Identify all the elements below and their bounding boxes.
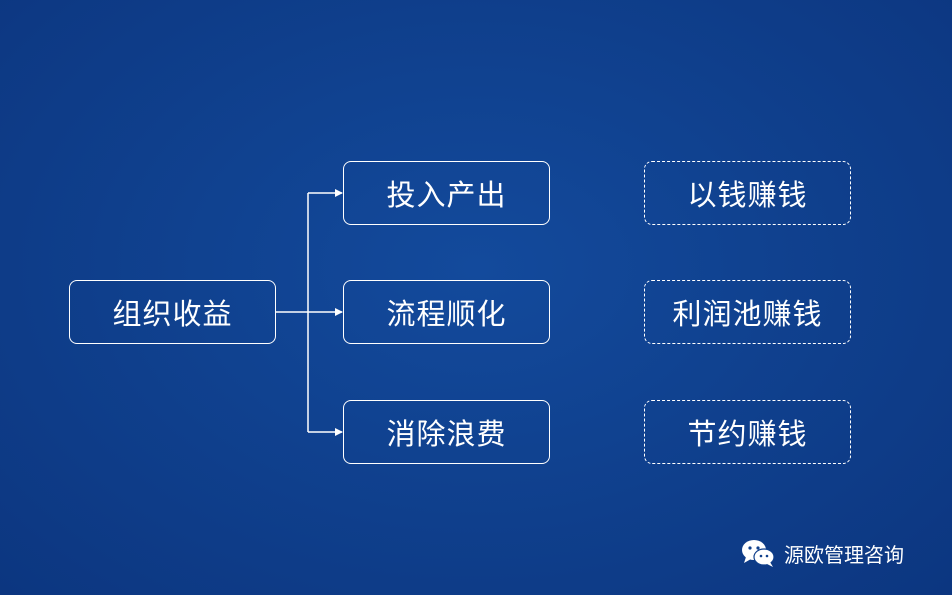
branch-node-label: 流程顺化 [386,297,507,331]
branch-node-3: 消除浪费 [343,400,550,464]
result-node-1: 以钱赚钱 [644,161,851,225]
result-node-label: 节约赚钱 [687,417,808,451]
root-node: 组织收益 [69,280,276,344]
branch-node-label: 消除浪费 [386,417,507,451]
watermark: 源欧管理咨询 [740,536,904,570]
result-node-label: 以钱赚钱 [687,178,808,212]
branch-node-label: 投入产出 [386,178,507,212]
branch-node-1: 投入产出 [343,161,550,225]
result-node-label: 利润池赚钱 [672,297,823,331]
wechat-icon [742,540,775,567]
branch-node-2: 流程顺化 [343,280,550,344]
result-node-2: 利润池赚钱 [644,280,851,344]
root-node-label: 组织收益 [112,297,233,331]
result-node-3: 节约赚钱 [644,400,851,464]
watermark-text: 源欧管理咨询 [784,542,904,567]
